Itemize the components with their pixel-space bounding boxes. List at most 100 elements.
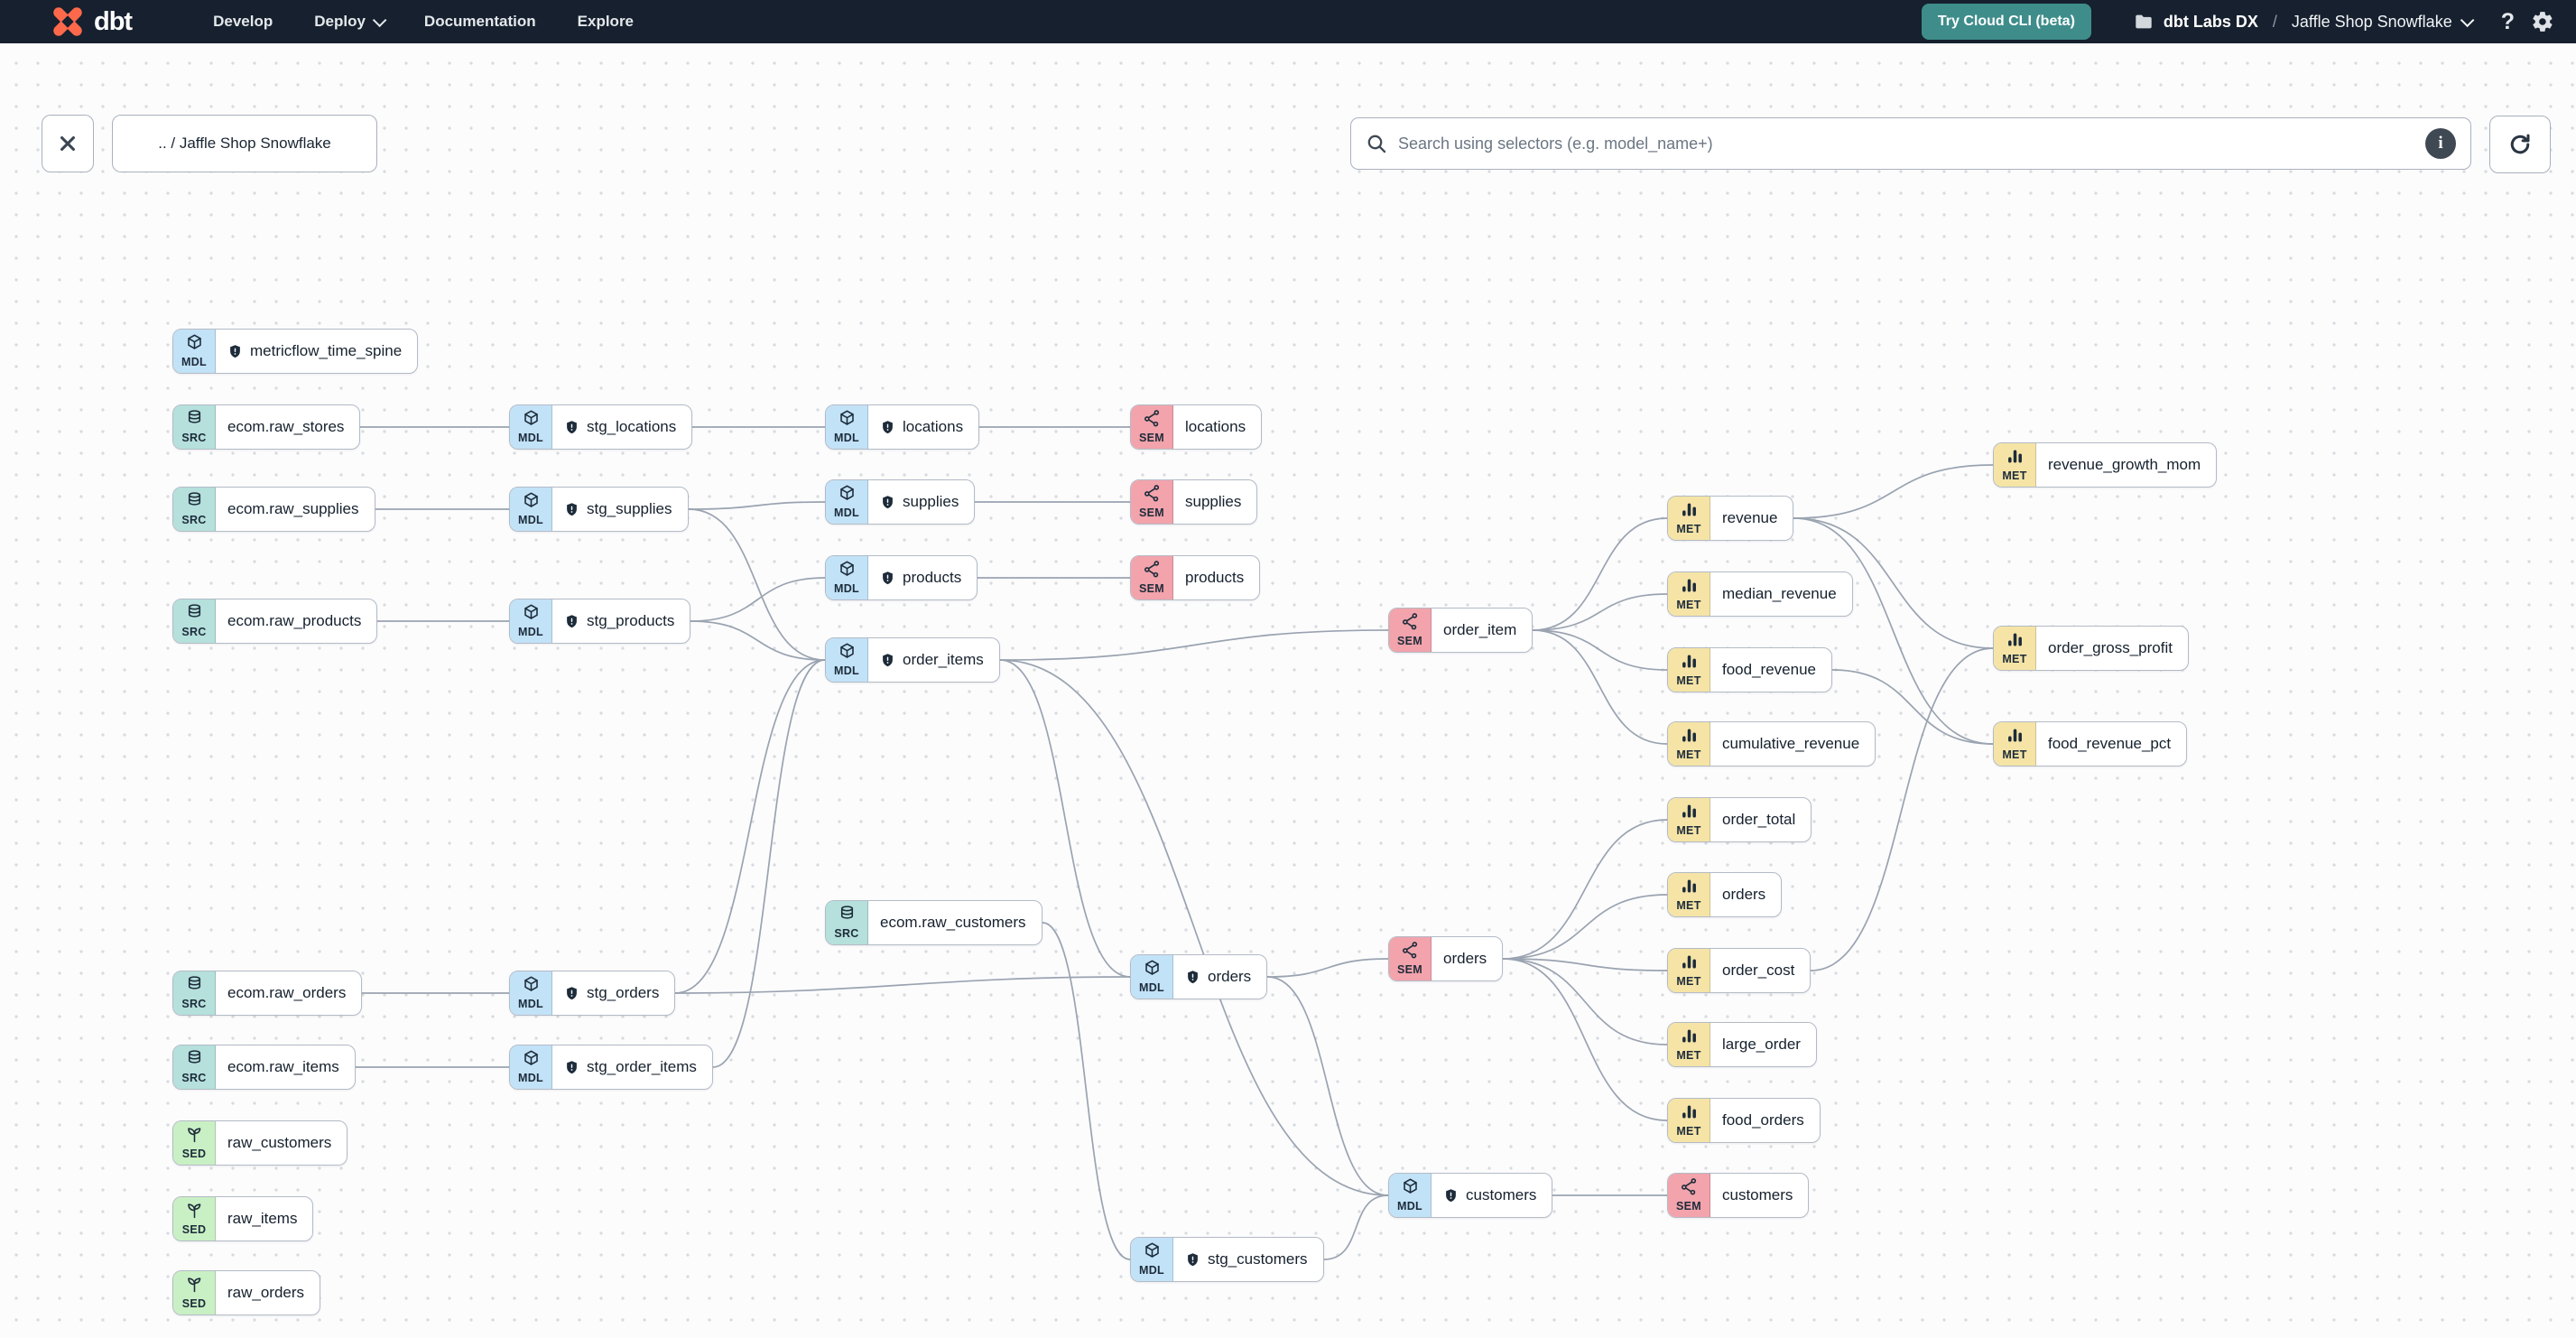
node-label: median_revenue (1722, 585, 1837, 602)
node-customers_sem[interactable]: SEM customers (1667, 1173, 1810, 1218)
bar-chart-icon (2006, 726, 2025, 749)
node-type-badge: MDL (1139, 1264, 1164, 1278)
breadcrumb-text: .. / Jaffle Shop Snowflake (158, 135, 331, 152)
node-customers_mdl[interactable]: MDL customers (1388, 1173, 1553, 1218)
node-type-badge: SRC (181, 432, 207, 445)
node-median_revenue[interactable]: MET median_revenue (1667, 571, 1853, 617)
node-stg_customers[interactable]: MDL stg_customers (1130, 1237, 1324, 1282)
node-stg_orders[interactable]: MDL stg_orders (509, 971, 676, 1016)
node-raw_customers_seed[interactable]: SED raw_customers (172, 1120, 348, 1166)
node-type-badge: SED (181, 1297, 207, 1311)
node-locations_mdl[interactable]: MDL locations (825, 404, 980, 450)
database-icon (185, 409, 204, 432)
info-icon[interactable]: i (2425, 128, 2456, 159)
node-order_items[interactable]: MDL order_items (825, 637, 1000, 683)
node-raw_orders_seed[interactable]: SED raw_orders (172, 1270, 321, 1315)
node-label: raw_items (227, 1210, 298, 1227)
node-food_orders[interactable]: MET food_orders (1667, 1098, 1821, 1143)
node-food_revenue[interactable]: MET food_revenue (1667, 647, 1832, 692)
nav-item-deploy[interactable]: Deploy (314, 13, 387, 31)
bar-chart-icon (1680, 877, 1699, 900)
node-raw_items_seed[interactable]: SED raw_items (172, 1196, 314, 1241)
node-type-badge: SEM (1397, 963, 1422, 977)
node-type-badge: SEM (1397, 635, 1422, 648)
node-products_sem[interactable]: SEM products (1130, 555, 1261, 600)
database-icon (185, 603, 204, 627)
lineage-canvas[interactable]: MDL metricflow_time_spine SRC ecom.raw_s… (0, 43, 2576, 1338)
node-raw_items_src[interactable]: SRC ecom.raw_items (172, 1045, 356, 1090)
node-stg_order_items[interactable]: MDL stg_order_items (509, 1045, 713, 1090)
shield-icon (564, 1060, 579, 1075)
node-raw_stores_src[interactable]: SRC ecom.raw_stores (172, 404, 361, 450)
help-icon[interactable]: ? (2500, 8, 2515, 34)
search-input[interactable] (1398, 134, 2425, 153)
node-label: orders (1722, 886, 1766, 903)
node-type-badge: SRC (181, 998, 207, 1011)
lineage-workspace: MDL metricflow_time_spine SRC ecom.raw_s… (0, 43, 2576, 1338)
node-type-badge: MET (1676, 899, 1701, 913)
node-type-badge: MET (1676, 523, 1701, 536)
node-label: supplies (1185, 493, 1242, 510)
node-order_total[interactable]: MET order_total (1667, 797, 1812, 842)
shield-icon (880, 653, 895, 668)
node-order_cost[interactable]: MET order_cost (1667, 948, 1812, 993)
nav-item-develop[interactable]: Develop (213, 13, 273, 30)
database-icon (185, 1049, 204, 1073)
account-name[interactable]: dbt Labs DX (2163, 12, 2258, 31)
node-stg_locations[interactable]: MDL stg_locations (509, 404, 693, 450)
node-supplies_sem[interactable]: SEM supplies (1130, 479, 1258, 525)
bar-chart-icon (1680, 500, 1699, 524)
dbt-logo[interactable]: dbt (51, 5, 133, 38)
seedling-icon (185, 1201, 204, 1224)
close-lineage-button[interactable] (42, 115, 94, 172)
node-type-badge: SEM (1139, 432, 1164, 445)
node-orders_met[interactable]: MET orders (1667, 872, 1783, 917)
node-type-badge: MDL (518, 998, 543, 1011)
try-cloud-cli-button[interactable]: Try Cloud CLI (beta) (1921, 4, 2091, 40)
database-icon (838, 905, 857, 928)
shield-icon (227, 344, 243, 359)
node-food_revenue_pct[interactable]: MET food_revenue_pct (1993, 721, 2188, 767)
node-locations_sem[interactable]: SEM locations (1130, 404, 1263, 450)
bar-chart-icon (1680, 726, 1699, 749)
node-label: food_revenue_pct (2048, 735, 2172, 752)
node-type-badge: MDL (1139, 981, 1164, 995)
node-revenue_growth_mom[interactable]: MET revenue_growth_mom (1993, 442, 2218, 488)
cube-icon (1143, 1241, 1162, 1265)
refresh-icon (2510, 134, 2530, 154)
node-products_mdl[interactable]: MDL products (825, 555, 978, 600)
node-type-badge: MDL (518, 1072, 543, 1085)
project-selector[interactable]: Jaffle Shop Snowflake (2292, 13, 2475, 32)
refresh-button[interactable] (2489, 116, 2551, 173)
node-label: customers (1466, 1186, 1537, 1203)
node-large_order[interactable]: MET large_order (1667, 1022, 1817, 1067)
gear-icon[interactable] (2531, 10, 2554, 33)
node-cumulative_revenue[interactable]: MET cumulative_revenue (1667, 721, 1876, 767)
node-label: ecom.raw_orders (227, 984, 347, 1001)
node-stg_products[interactable]: MDL stg_products (509, 599, 691, 644)
selector-searchbar: i (1350, 117, 2471, 170)
node-orders_mdl[interactable]: MDL orders (1130, 954, 1268, 999)
node-order_gross_profit[interactable]: MET order_gross_profit (1993, 626, 2189, 671)
cube-icon (838, 484, 857, 507)
node-label: order_cost (1722, 962, 1795, 979)
node-orders_sem[interactable]: SEM orders (1388, 936, 1504, 981)
node-raw_products_src[interactable]: SRC ecom.raw_products (172, 599, 378, 644)
node-metricflow_time_spine[interactable]: MDL metricflow_time_spine (172, 329, 419, 374)
nav-item-explore[interactable]: Explore (577, 13, 635, 30)
node-revenue[interactable]: MET revenue (1667, 496, 1794, 541)
node-supplies_mdl[interactable]: MDL supplies (825, 479, 976, 525)
node-label: order_gross_profit (2048, 639, 2173, 656)
node-order_item_sem[interactable]: SEM order_item (1388, 608, 1534, 653)
node-raw_supplies_src[interactable]: SRC ecom.raw_supplies (172, 487, 375, 532)
node-label: stg_orders (587, 984, 660, 1001)
brand-wordmark: dbt (94, 6, 133, 36)
node-raw_customers_src[interactable]: SRC ecom.raw_customers (825, 900, 1042, 945)
node-type-badge: MDL (834, 664, 859, 678)
shield-icon (880, 571, 895, 586)
shield-icon (1185, 1252, 1200, 1268)
node-stg_supplies[interactable]: MDL stg_supplies (509, 487, 689, 532)
nav-item-documentation[interactable]: Documentation (423, 13, 536, 30)
node-raw_orders_src[interactable]: SRC ecom.raw_orders (172, 971, 363, 1016)
shield-icon (880, 420, 895, 435)
